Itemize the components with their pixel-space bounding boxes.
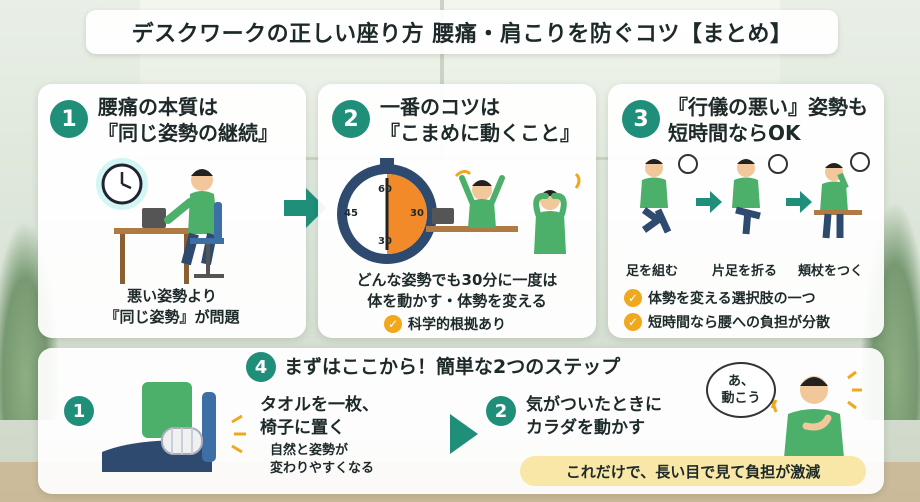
stopwatch-icon (337, 158, 437, 264)
thought-bubble: あ、 動こう (706, 362, 776, 418)
page-title: デスクワークの正しい座り方 腰痛・肩こりを防ぐコツ【まとめ】 (86, 10, 838, 54)
step-1-subtext-line1: 自然と姿勢が (270, 443, 349, 458)
card-2-heading: 一番のコツは 『こまめに動くこと』 (380, 94, 580, 146)
card-1-heading-line1: 腰痛の本質は (98, 95, 218, 119)
card-2-check: ✓ 科学的根拠あり (384, 314, 506, 334)
pose-label-3: 頬杖をつく (798, 264, 864, 279)
pose-label-1: 足を組む (626, 264, 679, 279)
card-3-check-1: ✓ 体勢を変える選択肢の一つ (624, 288, 816, 308)
pose-label-2: 片足を折る (712, 264, 778, 279)
card-1-caption-line1: 悪い姿勢より (127, 287, 217, 305)
stretching-people-illustration (426, 169, 581, 254)
clock-label-top: 60 (378, 184, 392, 195)
card-1-caption-line2: 『同じ姿勢』が問題 (104, 308, 240, 326)
summary-banner: これだけで、長い目で見て負担が激減 (520, 456, 866, 486)
stretching-shoulder-illustration (770, 370, 862, 458)
card-4: 4 まずはここから！簡単な2つのステップ 1 タオルを一枚、 椅子に置く 自然と… (38, 348, 884, 494)
step-2-text-line2: カラダを動かす (526, 418, 645, 438)
card-1-number: 1 (50, 100, 88, 138)
card-3-heading-line1: 『行儀の悪い』姿勢も (668, 95, 868, 119)
bubble-line1: あ、 (727, 374, 754, 389)
step-2-text-line1: 気がついたときに (526, 395, 662, 415)
step-2-text: 気がついたときに カラダを動かす (526, 394, 662, 440)
check-icon: ✓ (384, 315, 402, 333)
step-1-subtext: 自然と姿勢が 変わりやすくなる (270, 442, 374, 478)
step-1-subtext-line2: 変わりやすくなる (270, 461, 375, 476)
step-1-text-line1: タオルを一枚、 (260, 395, 379, 415)
card-1-caption: 悪い姿勢より 『同じ姿勢』が問題 (48, 286, 296, 328)
card-2-caption: どんな姿勢でも30分に一度は 体を動かす・体勢を変える (324, 270, 590, 312)
card-2: 2 一番のコツは 『こまめに動くこと』 60 45 30 30 どんな姿勢でも3… (318, 84, 596, 338)
three-poses-illustration (640, 152, 870, 239)
wall-clock-icon (96, 158, 148, 210)
card-3-check-1-text: 体勢を変える選択肢の一つ (648, 291, 816, 307)
card-2-caption-line2: 体を動かす・体勢を変える (367, 292, 547, 310)
towel-on-chair-illustration (102, 382, 246, 472)
card-4-heading: まずはここから！簡単な2つのステップ (284, 356, 621, 378)
clock-label-bottom: 30 (378, 236, 392, 247)
card-3-check-2-text: 短時間なら腰への負担が分散 (648, 315, 830, 331)
card-3-heading-line2: 短時間ならOK (668, 121, 801, 145)
step-1-text: タオルを一枚、 椅子に置く (260, 394, 379, 440)
clock-label-left: 45 (344, 208, 358, 219)
card-2-heading-line1: 一番のコツは (380, 95, 500, 119)
card-1: 1 腰痛の本質は 『同じ姿勢の継続』 悪い姿勢より 『同じ姿勢』が問題 (38, 84, 306, 338)
card-2-number: 2 (332, 100, 370, 138)
card-4-number: 4 (246, 352, 276, 382)
card-2-heading-line2: 『こまめに動くこと』 (380, 121, 580, 145)
step-1-number: 1 (64, 396, 94, 426)
step-arrow-icon (450, 414, 478, 454)
card-2-check-text: 科学的根拠あり (408, 317, 506, 333)
card-3: 3 『行儀の悪い』姿勢も 短時間ならOK 足を組む 片足を折る 頬杖をつく ✓ … (608, 84, 884, 338)
sitting-person-illustration (96, 158, 224, 284)
card-1-heading: 腰痛の本質は 『同じ姿勢の継続』 (98, 94, 278, 146)
check-icon: ✓ (624, 313, 642, 331)
card-1-heading-line2: 『同じ姿勢の継続』 (98, 121, 278, 145)
card-3-check-2: ✓ 短時間なら腰への負担が分散 (624, 312, 830, 332)
card-3-number: 3 (622, 100, 660, 138)
bubble-line2: 動こう (721, 391, 761, 406)
card-2-caption-line1: どんな姿勢でも30分に一度は (356, 271, 558, 289)
check-icon: ✓ (624, 289, 642, 307)
clock-label-right: 30 (410, 208, 424, 219)
flow-arrow-icon (284, 188, 326, 228)
step-1-text-line2: 椅子に置く (260, 418, 345, 438)
card-3-heading: 『行儀の悪い』姿勢も 短時間ならOK (668, 94, 868, 146)
step-2-number: 2 (486, 396, 516, 426)
